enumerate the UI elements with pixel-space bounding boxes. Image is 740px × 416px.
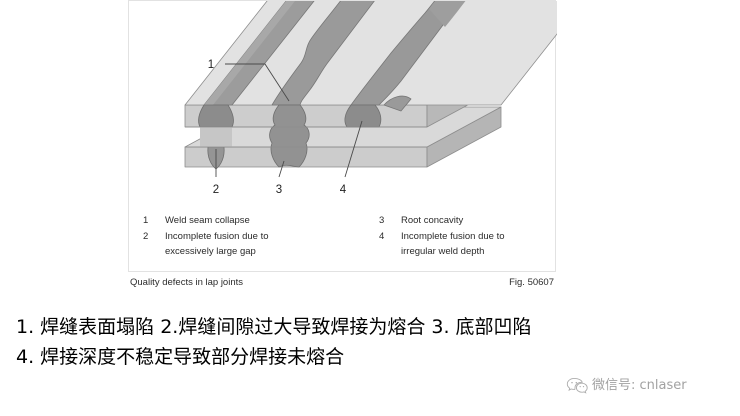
legend-column-left: 1 Weld seam collapse 2 Incomplete fusion… [143, 213, 353, 260]
callout-2-number: 2 [213, 184, 219, 196]
legend-item-4-label-line2: irregular weld depth [401, 246, 485, 257]
wechat-icon-svg [566, 377, 588, 394]
callout-4: 4 [340, 120, 363, 196]
wechat-watermark: 微信号: cnlaser [566, 376, 687, 396]
weld-bead-2-collapsed [271, 1, 375, 106]
wechat-icon-eye-right [575, 381, 578, 384]
chinese-note-line-1: 1. 焊缝表面塌陷 2.焊缝间隙过大导致焊接为熔合 3. 底部凹陷 [16, 316, 532, 338]
wechat-icon-small-eye-left [579, 386, 581, 388]
legend-item-1-number: 1 [143, 215, 149, 226]
figure-number-label: Fig. 50607 [509, 277, 554, 288]
callout-1-number: 1 [208, 59, 214, 71]
figure-legend: 1 Weld seam collapse 2 Incomplete fusion… [129, 209, 557, 271]
figure-panel: 1 2 3 4 [128, 0, 558, 303]
weld-bead-1-highlight [204, 1, 296, 105]
callout-4-number: 4 [340, 184, 347, 196]
callout-2: 2 [213, 149, 219, 196]
weld-bead-3-irregular [350, 1, 462, 106]
callout-3-number: 3 [276, 184, 282, 196]
legend-item-3-label: Root concavity [401, 215, 464, 226]
weld-nugget-3-root-concavity [269, 104, 310, 168]
weld-bead-end-stub [383, 95, 412, 112]
lap-joint-illustration-svg: 1 2 3 4 [184, 1, 557, 196]
callout-3: 3 [276, 160, 285, 196]
wechat-icon-small-eye-right [582, 386, 585, 388]
legend-item-2: 2 Incomplete fusion due to excessively l… [143, 229, 353, 259]
legend-item-1: 1 Weld seam collapse [143, 213, 353, 228]
legend-item-3: 3 Root concavity [379, 213, 554, 228]
callout-3-leader [278, 160, 285, 178]
weld-bead-3-bulge [429, 1, 466, 27]
wechat-icon-large-bubble [566, 377, 583, 391]
callout-4-leader [344, 120, 363, 178]
legend-item-4-label: Incomplete fusion due to irregular weld … [401, 229, 505, 259]
legend-item-2-number: 2 [143, 231, 149, 242]
chinese-note-line-2: 4. 焊接深度不稳定导致部分焊接未熔合 [16, 346, 345, 368]
wechat-icon-small-bubble [575, 382, 588, 394]
legend-item-2-label-line1: Incomplete fusion due to [165, 231, 269, 242]
weld-nugget-2-upper [198, 104, 234, 128]
callout-1-leader [225, 63, 290, 102]
weld-nugget-4-upper [344, 104, 382, 128]
legend-item-4-number: 4 [379, 231, 385, 242]
callout-1: 1 [208, 59, 290, 102]
figure-caption-title: Quality defects in lap joints [130, 277, 244, 288]
lap-joint-illustration: 1 2 3 4 [129, 1, 557, 209]
legend-item-4: 4 Incomplete fusion due to irregular wel… [379, 229, 554, 259]
chinese-notes-block: 1. 焊缝表面塌陷 2.焊缝间隙过大导致焊接为熔合 3. 底部凹陷 4. 焊接深… [16, 312, 716, 372]
figure-inner-box: 1 2 3 4 [128, 0, 557, 272]
legend-column-right: 3 Root concavity 4 Incomplete fusion due… [379, 213, 554, 260]
wechat-icon-eye-left [571, 381, 573, 384]
figure-caption: Quality defects in lap joints Fig. 50607 [128, 276, 556, 296]
legend-item-2-label: Incomplete fusion due to excessively lar… [165, 229, 269, 259]
legend-item-4-label-line1: Incomplete fusion due to [401, 231, 505, 242]
legend-item-2-label-line2: excessively large gap [165, 246, 256, 257]
weld-gap-2 [200, 127, 232, 147]
wechat-icon [566, 376, 588, 396]
legend-item-1-label: Weld seam collapse [165, 215, 250, 226]
wechat-id-text: 微信号: cnlaser [592, 378, 687, 393]
legend-item-3-number: 3 [379, 215, 385, 226]
